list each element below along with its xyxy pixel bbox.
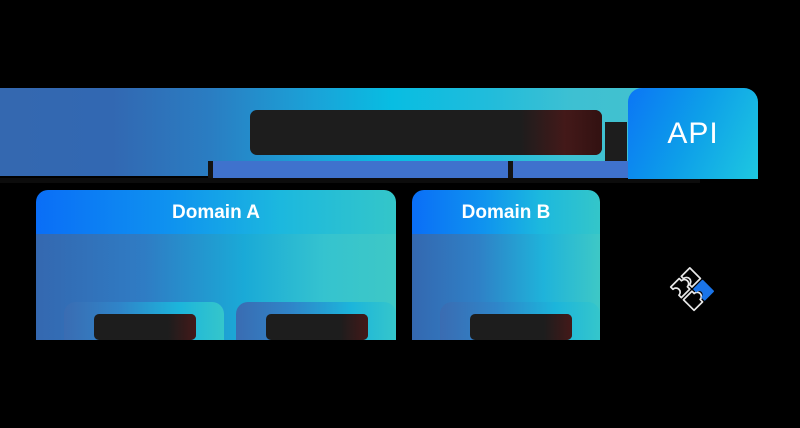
domain-b-subcard-1-redacted-tint xyxy=(544,314,572,340)
domain-a-subcard-2[interactable] xyxy=(236,302,396,340)
banner-sub-bar-tick-left xyxy=(208,161,213,178)
banner-sub-bar xyxy=(208,161,628,178)
domain-card-a-body xyxy=(36,234,396,340)
domain-b-subcard-1[interactable] xyxy=(440,302,600,340)
api-card[interactable]: API xyxy=(628,88,758,179)
api-card-label: API xyxy=(667,116,719,150)
domain-a-subcard-1-redacted-tint xyxy=(168,314,196,340)
domain-card-b[interactable]: Domain B xyxy=(412,190,600,340)
puzzle-piece-icon xyxy=(668,256,730,318)
domain-card-b-title: Domain B xyxy=(461,201,551,223)
banner-baseline-rule xyxy=(0,178,700,183)
banner-redacted-box-tint xyxy=(520,110,602,155)
domain-card-a[interactable]: Domain A xyxy=(36,190,396,340)
domain-card-a-header: Domain A xyxy=(36,190,396,234)
domain-card-a-title: Domain A xyxy=(172,201,260,223)
domain-a-subcard-1[interactable] xyxy=(64,302,224,340)
domain-a-subcard-2-redacted-tint xyxy=(340,314,368,340)
banner-sub-bar-tick-right xyxy=(508,161,513,178)
domain-card-b-header: Domain B xyxy=(412,190,600,234)
domain-card-b-body xyxy=(412,234,600,340)
